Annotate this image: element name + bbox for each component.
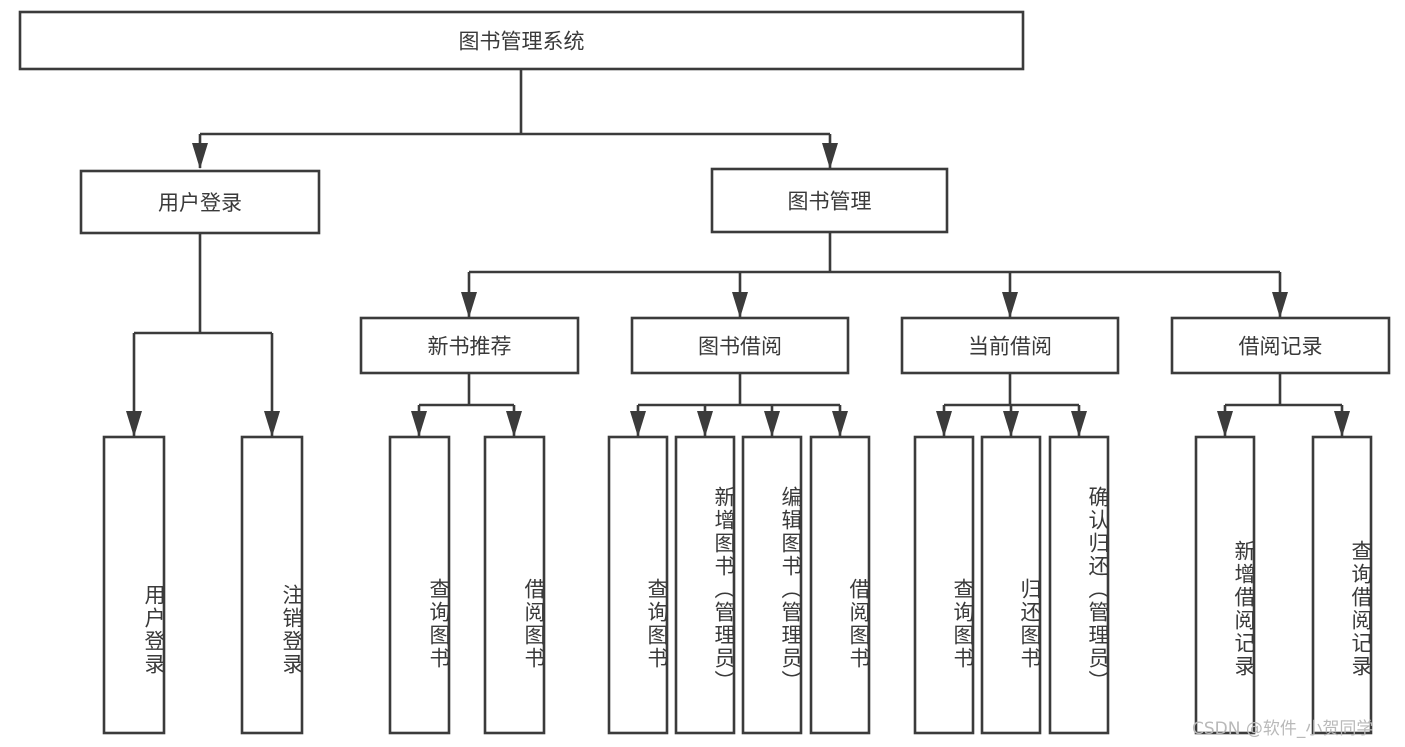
box-layer bbox=[18, 10, 1391, 735]
root-node-label: 图书管理系统 bbox=[459, 30, 585, 54]
root-to-level1-arrow-0 bbox=[192, 143, 208, 169]
level2-node-label: 借阅记录 bbox=[1239, 335, 1323, 359]
level2-node-label: 新书推荐 bbox=[428, 335, 512, 359]
leaf-node-box bbox=[809, 435, 871, 735]
level2-node-box bbox=[1170, 316, 1391, 375]
current-borrow-to-leaves-arrow-0 bbox=[936, 411, 952, 437]
root-to-level1-arrow-1 bbox=[822, 143, 838, 169]
new-book-to-leaves-arrow-0 bbox=[411, 411, 427, 437]
leaf-node-box bbox=[607, 435, 669, 735]
user-login-to-leaves-arrow-1 bbox=[264, 411, 280, 437]
level2-node-box bbox=[630, 316, 850, 375]
leaf-node-box bbox=[1048, 435, 1110, 735]
book-manage-to-level2-arrow-2 bbox=[1002, 292, 1018, 318]
leaf-node-box bbox=[674, 435, 736, 735]
level1-node-label: 图书管理 bbox=[788, 190, 872, 214]
level2-node-label: 当前借阅 bbox=[968, 335, 1052, 359]
book-manage-to-level2-arrow-0 bbox=[461, 292, 477, 318]
borrow-to-leaves-arrow-1 bbox=[697, 411, 713, 437]
records-to-leaves-arrow-0 bbox=[1217, 411, 1233, 437]
leaf-node-box bbox=[741, 435, 803, 735]
leaf-node-box bbox=[1194, 435, 1256, 735]
root-node-box bbox=[18, 10, 1025, 71]
leaf-node-box bbox=[240, 435, 304, 735]
level1-node-box bbox=[710, 167, 949, 234]
current-borrow-to-leaves-arrow-1 bbox=[1003, 411, 1019, 437]
leaf-node-box bbox=[388, 435, 451, 735]
book-manage-to-level2-arrow-1 bbox=[732, 292, 748, 318]
records-to-leaves-arrow-1 bbox=[1334, 411, 1350, 437]
level2-node-box bbox=[359, 316, 580, 375]
current-borrow-to-leaves-arrow-2 bbox=[1071, 411, 1087, 437]
leaf-node-box bbox=[102, 435, 166, 735]
new-book-to-leaves-arrow-1 bbox=[506, 411, 522, 437]
level1-node-label: 用户登录 bbox=[158, 191, 242, 215]
leaf-node-box bbox=[913, 435, 975, 735]
leaf-node-box bbox=[483, 435, 546, 735]
book-manage-to-level2-arrow-3 bbox=[1272, 292, 1288, 318]
leaf-node-box bbox=[980, 435, 1042, 735]
level2-node-label: 图书借阅 bbox=[698, 335, 782, 359]
user-login-to-leaves-arrow-0 bbox=[126, 411, 142, 437]
level2-node-box bbox=[900, 316, 1120, 375]
borrow-to-leaves-arrow-3 bbox=[832, 411, 848, 437]
csdn-watermark: CSDN @软件_小贺同学 bbox=[1192, 719, 1374, 739]
leaf-node-box bbox=[1311, 435, 1373, 735]
borrow-to-leaves-arrow-2 bbox=[764, 411, 780, 437]
level1-node-box bbox=[79, 169, 321, 235]
connector-layer bbox=[126, 69, 1350, 437]
borrow-to-leaves-arrow-0 bbox=[630, 411, 646, 437]
